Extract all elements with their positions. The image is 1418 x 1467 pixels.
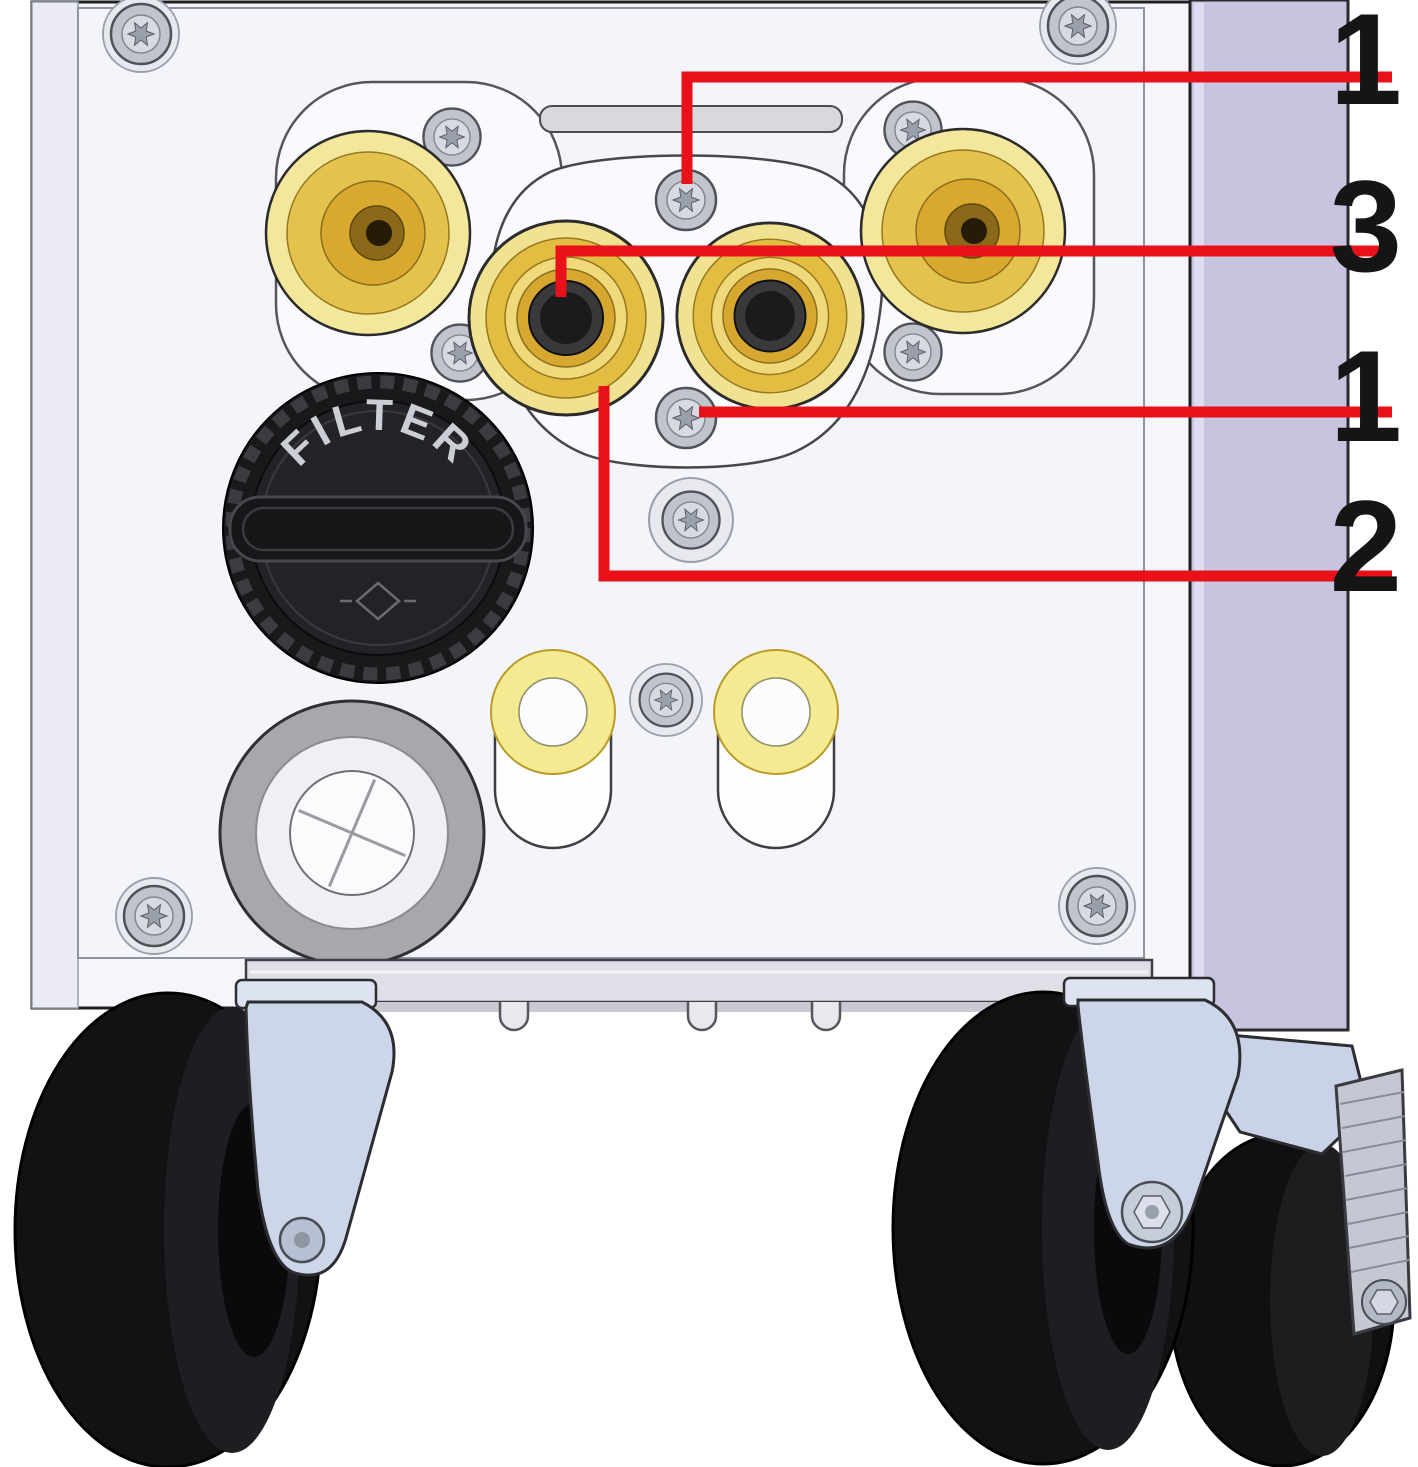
brake-pedal: [1334, 1068, 1412, 1336]
center-plate-bottom-screw: [654, 386, 718, 450]
callout-label-2: 2: [1329, 473, 1402, 619]
brake-pedal-ribs: [1339, 1091, 1410, 1273]
connector-cluster: [264, 76, 1096, 469]
callout-label-3: 3: [1329, 153, 1402, 299]
filter-symbol-icon: [340, 581, 416, 621]
lower-ports: [490, 649, 839, 850]
center-lower-screw: [638, 672, 694, 728]
callout-line-3: [555, 245, 1392, 297]
corner-screw-top-right: [1046, 0, 1110, 58]
bottom-rail: [244, 958, 1154, 1032]
corner-screw-bottom-right: [1065, 874, 1129, 938]
port-cross-mark: [298, 779, 406, 887]
rail-clip-left: [498, 1002, 530, 1032]
callout-lines: [555, 71, 1392, 582]
left-brass-connector: [264, 129, 472, 337]
callout-line-2: [598, 386, 1392, 582]
callout-label-1-top: 1: [1329, 0, 1402, 132]
side-panel: [1188, 0, 1350, 1032]
side-panel-highlight: [1194, 3, 1204, 1027]
rail-clip-center: [686, 1002, 718, 1032]
middle-caster: [891, 976, 1242, 1466]
right-caster: [1168, 1030, 1412, 1467]
left-yellow-ring: [490, 649, 616, 775]
plate-screw-bottom-right: [883, 322, 943, 382]
callout-line-1-top: [681, 71, 1392, 184]
callout-label-1-bottom: 1: [1329, 323, 1402, 469]
left-caster: [13, 978, 396, 1467]
right-yellow-ring: [713, 649, 839, 775]
drain-port: [218, 699, 486, 967]
right-brass-connector: [859, 127, 1067, 335]
filter-cap: FILTER: [222, 372, 534, 684]
panel-screw-below-plate: [661, 490, 721, 550]
side-panel-face: [1188, 0, 1350, 1032]
middle-caster-bracket: [1076, 998, 1242, 1250]
filter-cap-handle: [228, 495, 528, 563]
corner-screw-top-left: [109, 2, 173, 66]
corner-screw-bottom-left: [122, 884, 186, 948]
rail-clip-right: [810, 1002, 842, 1032]
panel-left-fold: [31, 1, 79, 1009]
left-caster-bracket: [244, 1000, 396, 1277]
